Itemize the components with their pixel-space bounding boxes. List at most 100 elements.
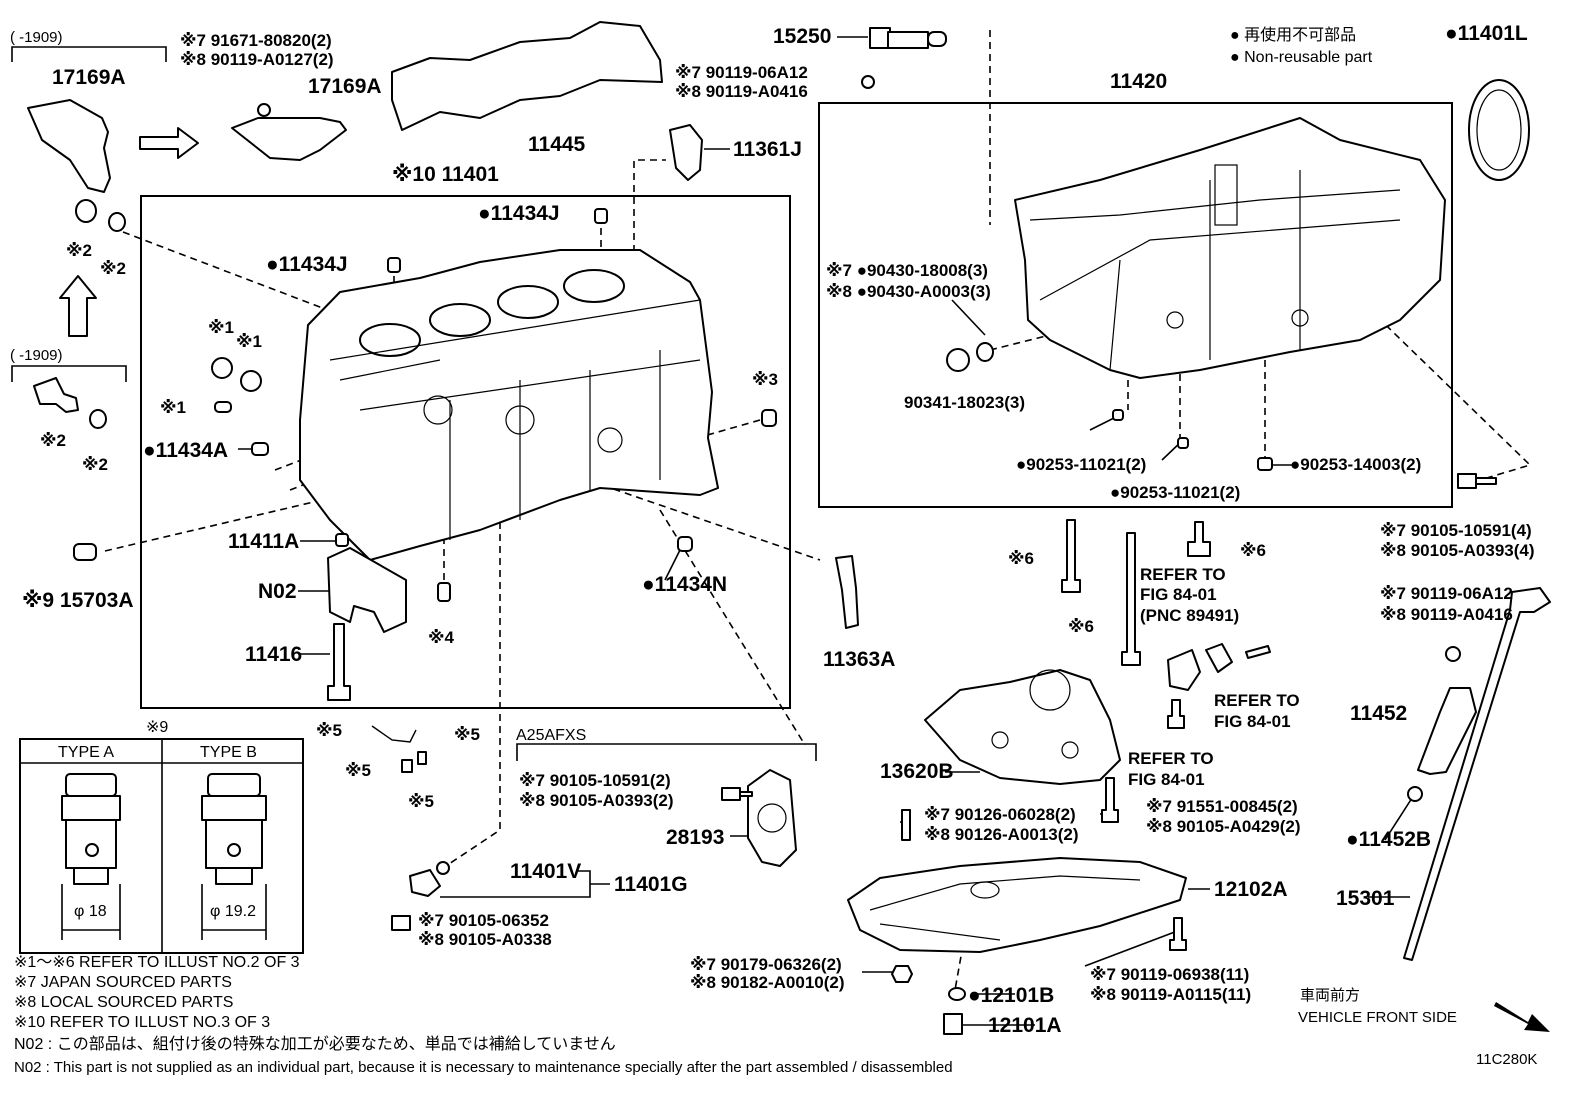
label-s6-c: ※6 — [1068, 617, 1094, 636]
label-90430-2: ※8 ●90430-A0003(3) — [826, 282, 991, 301]
label-90119-p1: ※7 90119-06938(11) — [1090, 965, 1249, 984]
label-90105-r1: ※7 90105-10591(4) — [1380, 521, 1532, 540]
cylinder-block-11401 — [299, 249, 719, 561]
label-90341: 90341-18023(3) — [904, 393, 1025, 412]
oil-control-valve-15250 — [861, 27, 947, 89]
label-11401l: ●11401L — [1445, 22, 1528, 45]
label-11452b: ●11452B — [1346, 828, 1431, 851]
gasket-28193 — [747, 769, 797, 867]
label-11420: 11420 — [1110, 70, 1167, 93]
clip-s5-a — [371, 725, 417, 743]
plug-seal-c — [89, 409, 107, 429]
label-11434j-1: ●11434J — [478, 202, 560, 225]
label-90253-2: ●90253-11021(2) — [1110, 483, 1240, 502]
label-s2-c: ※2 — [40, 431, 66, 450]
label-90105-b1: ※7 90105-06352 — [418, 911, 549, 930]
pin-s1 — [214, 401, 232, 413]
label-11434n: ●11434N — [642, 573, 727, 596]
label-12102a: 12102A — [1214, 878, 1288, 901]
date-range-1: ( -1909) — [10, 29, 63, 46]
label-11363a: 11363A — [823, 648, 895, 671]
label-90179-2: ※8 90182-A0010(2) — [690, 973, 845, 992]
oil-seal-11401l — [1468, 79, 1530, 181]
legend-non-reusable-en: ● Non-reusable part — [1230, 49, 1373, 66]
label-90105-r2: ※8 90105-A0393(4) — [1380, 541, 1535, 560]
dipstick-15301 — [1403, 587, 1551, 961]
label-11434j-2: ●11434J — [266, 253, 348, 276]
plug-type-table: TYPE A TYPE B φ 18 φ 19.2 — [19, 738, 304, 954]
sensor-11401g — [409, 869, 441, 897]
label-refer2-b: FIG 84-01 — [1214, 712, 1291, 731]
cylinder-block-box — [140, 195, 791, 709]
note-n02-en: N02 : This part is not supplied as an in… — [14, 1059, 953, 1076]
bolt-90105-mid — [721, 787, 753, 801]
heat-insulator-bracket-17169a-left — [27, 99, 111, 193]
pin-s4 — [437, 582, 451, 602]
label-refer1-c: (PNC 89491) — [1140, 606, 1239, 625]
label-s5-b: ※5 — [454, 725, 480, 744]
label-91551-1: ※7 91551-00845(2) — [1146, 797, 1298, 816]
front-arrow-icon — [1494, 1002, 1550, 1032]
note-1-6: ※1～※6 REFER TO ILLUST NO.2 OF 3 — [14, 954, 300, 971]
label-90253-1: ●90253-11021(2) — [1016, 455, 1146, 474]
bolt-91551 — [1101, 777, 1119, 823]
label-90119-a0416-right: ※8 90119-A0416 — [1380, 605, 1513, 624]
label-n02: N02 — [258, 580, 297, 603]
note-10: ※10 REFER TO ILLUST NO.3 OF 3 — [14, 1014, 270, 1031]
label-12101a: 12101A — [988, 1014, 1062, 1037]
temp-sensor — [33, 377, 79, 413]
label-90253-3: ●90253-14003(2) — [1290, 455, 1421, 474]
note-8: ※8 LOCAL SOURCED PARTS — [14, 994, 233, 1011]
label-17169a-2: 17169A — [308, 75, 382, 98]
label-90179-1: ※7 90179-06326(2) — [690, 955, 842, 974]
type-b-plug — [201, 773, 267, 940]
type-table-ref: ※9 — [146, 719, 168, 736]
label-11411a: 11411A — [228, 530, 299, 553]
engine-code: A25AFXS — [516, 727, 586, 744]
pin-90253-c — [1257, 457, 1273, 471]
heat-insulator-bracket-17169a-right — [231, 117, 347, 161]
bolt-90119-dip — [1445, 646, 1461, 662]
gasket-90430 — [976, 342, 994, 362]
tube-11363a — [835, 555, 859, 629]
front-side-en: VEHICLE FRONT SIDE — [1298, 1009, 1457, 1026]
nut-90179 — [891, 965, 913, 983]
pin-90253-a — [1112, 409, 1124, 421]
label-12101b: ●12101B — [968, 984, 1054, 1007]
seal-s1-a — [211, 357, 233, 379]
label-90105-m1: ※7 90105-10591(2) — [519, 771, 671, 790]
arrow-right-icon — [139, 127, 199, 159]
label-s6-b: ※6 — [1240, 541, 1266, 560]
pin-11411a — [335, 533, 349, 547]
label-90105-m2: ※8 90105-A0393(2) — [519, 791, 674, 810]
bolt-11416 — [327, 623, 351, 701]
seal-s1-b — [240, 370, 262, 392]
label-13620b: 13620B — [880, 760, 954, 783]
figure-code: 11C280K — [1476, 1051, 1537, 1068]
bolt-90105-right — [1457, 473, 1497, 489]
label-90430-1: ※7 ●90430-18008(3) — [826, 261, 988, 280]
oil-pump-13620b — [924, 669, 1121, 785]
bolt-90105-bottom — [391, 915, 411, 931]
plug-seal-a — [75, 199, 97, 223]
type-b-diameter: φ 19.2 — [210, 903, 256, 920]
label-90119-06a12-right: ※7 90119-06A12 — [1380, 584, 1513, 603]
stud-90126 — [901, 809, 911, 841]
label-15301: 15301 — [1336, 887, 1395, 910]
label-s4: ※4 — [428, 628, 455, 647]
label-11361j: 11361J — [733, 138, 802, 161]
label-11445: 11445 — [528, 133, 586, 156]
label-90119-p2: ※8 90119-A0115(11) — [1090, 985, 1251, 1004]
label-90126-1: ※7 90126-06028(2) — [924, 805, 1076, 824]
note-n02-jp: N02 : この部品は、組付け後の特殊な加工が必要なため、単品では補給していませ… — [14, 1035, 616, 1053]
label-s6-a: ※6 — [1008, 549, 1034, 568]
label-15250: 15250 — [773, 25, 831, 48]
gasket-11361j — [669, 124, 703, 181]
drain-plug-12101a — [943, 1013, 963, 1035]
label-11401g: 11401G — [614, 873, 688, 896]
oil-seal-11401l-inner — [1476, 89, 1522, 171]
label-28193: 28193 — [666, 826, 724, 849]
plug-11434a — [251, 442, 269, 456]
bolt-s5-b — [417, 751, 427, 765]
note-7: ※7 JAPAN SOURCED PARTS — [14, 974, 232, 991]
